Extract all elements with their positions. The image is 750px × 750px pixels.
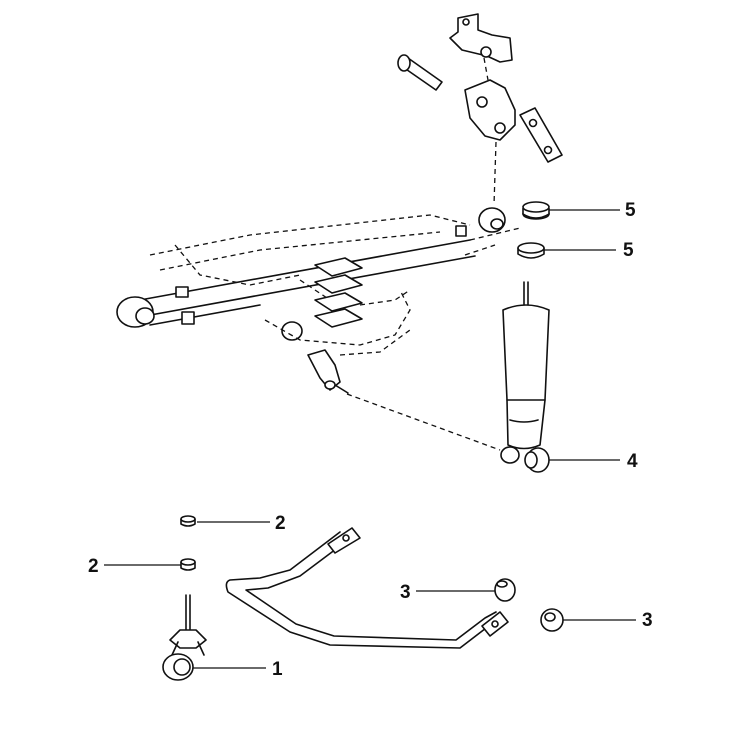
- callout-2-upper: 2: [275, 513, 286, 534]
- bushing-2-lower: [180, 558, 196, 571]
- callout-3-left: 3: [400, 582, 411, 603]
- callout-3-right: 3: [642, 610, 653, 631]
- leader-lines: [104, 209, 636, 669]
- bushing-3-right: [540, 608, 564, 632]
- stabilizer-link: [169, 594, 207, 656]
- spring-hanger-assembly: [397, 13, 563, 206]
- shock-absorber: [346, 281, 550, 464]
- callout-2-lower: 2: [88, 556, 99, 577]
- bushing-3-left: [494, 578, 516, 602]
- bushing-1: [162, 653, 194, 681]
- callout-1: 1: [272, 659, 283, 680]
- bushing-2-upper: [180, 515, 196, 527]
- shock-lower-bracket: [307, 349, 349, 394]
- axle-seat-pads: [314, 257, 363, 328]
- callout-4: 4: [627, 451, 638, 472]
- bushing-5-lower: [517, 242, 545, 259]
- callout-5-lower: 5: [623, 240, 634, 261]
- callout-5-upper: 5: [625, 200, 636, 221]
- stabilizer-bar: [225, 527, 509, 649]
- bushing-4: [524, 447, 550, 473]
- bushing-5-upper: [522, 201, 550, 220]
- shackle-pin: [397, 54, 443, 91]
- spring-eye-rear: [478, 207, 506, 233]
- leaf-spring-assembly: [116, 207, 521, 394]
- shackle-strap: [519, 107, 563, 163]
- spring-eye-front: [116, 296, 155, 328]
